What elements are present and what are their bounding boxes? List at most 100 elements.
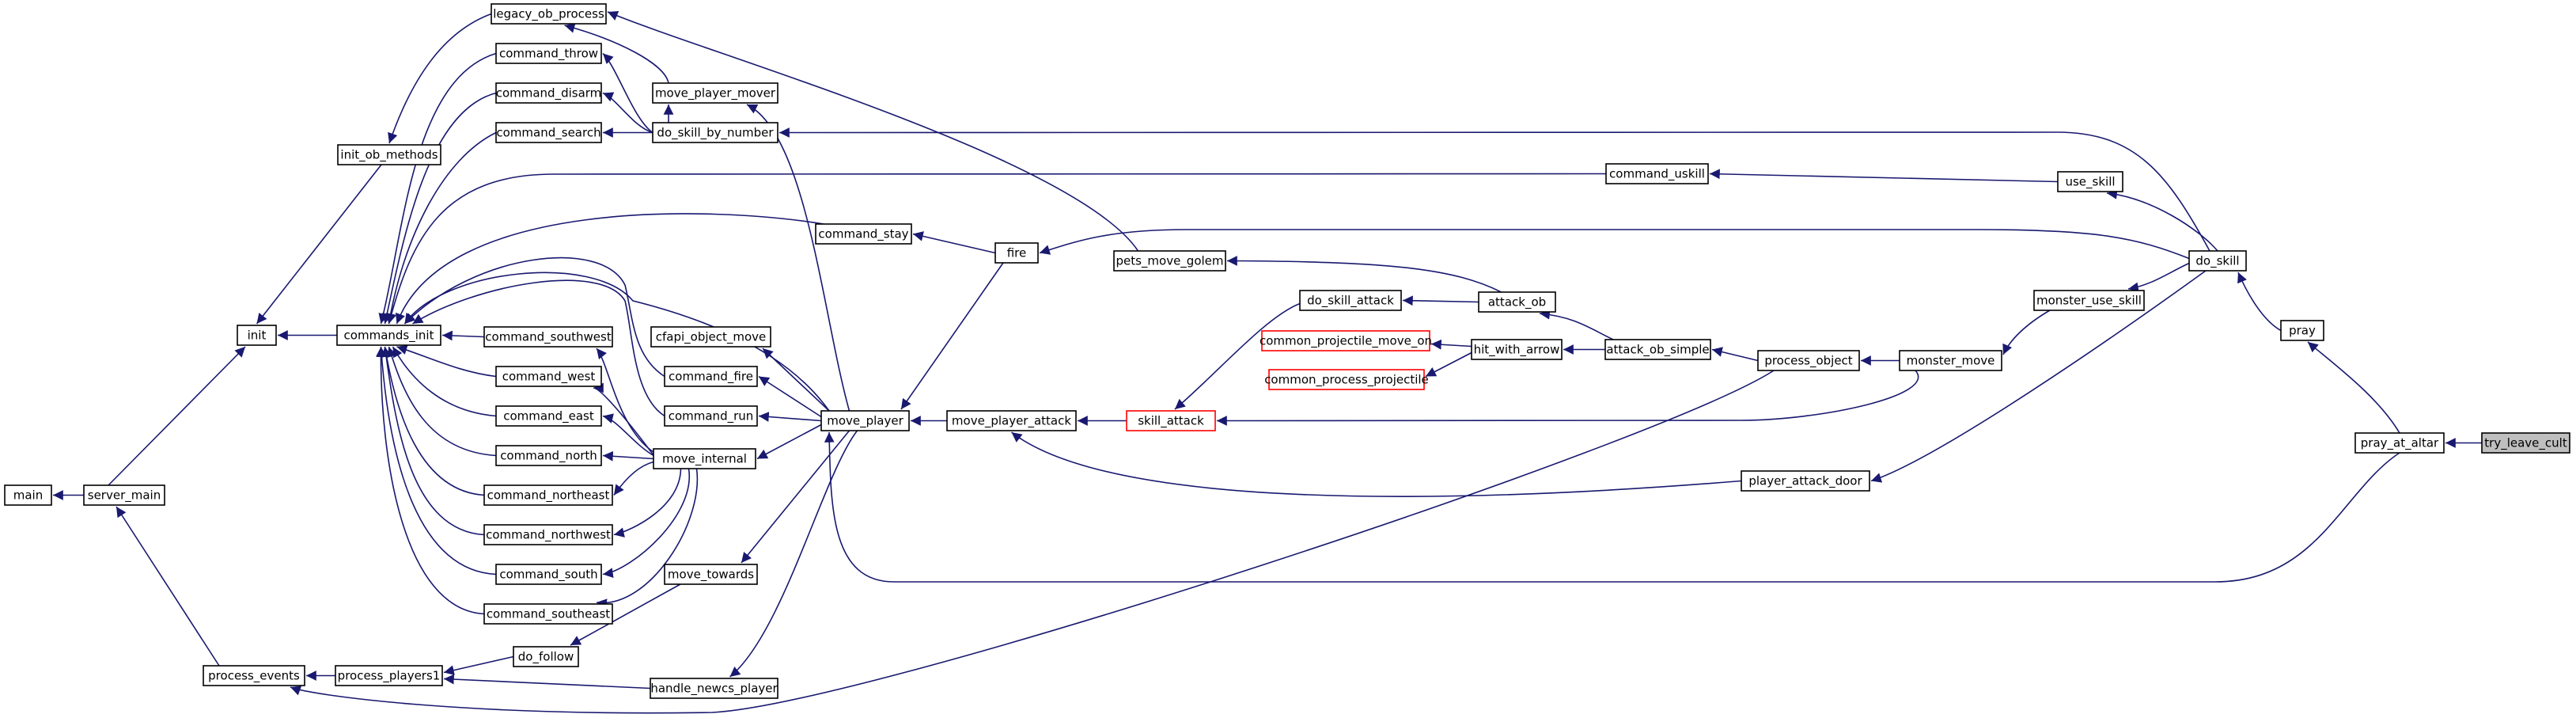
edge-command-south-to-commands-init <box>377 346 497 576</box>
edge-legacy-ob-process-to-init-ob-methods <box>388 13 492 144</box>
node-box <box>2057 171 2123 192</box>
node-command-east[interactable]: command_east <box>495 405 602 427</box>
edge-move-player-to-command-run <box>758 412 822 422</box>
node-pets-move-golem[interactable]: pets_move_golem <box>1113 250 1226 272</box>
edge-hit-with-arrow-to-common-projectile-move-on <box>1430 339 1472 350</box>
node-label: pets_move_golem <box>1116 254 1223 269</box>
node-pray[interactable]: pray <box>2280 320 2324 341</box>
edge-player-attack-door-to-move-player-attack <box>1011 431 1742 497</box>
edge-command-east-to-commands-init <box>392 346 497 417</box>
node-legacy-ob-process[interactable]: legacy_ob_process <box>491 3 607 25</box>
node-pray-at-altar[interactable]: pray_at_altar <box>2354 432 2445 454</box>
node-attack-ob-simple[interactable]: attack_ob_simple <box>1604 339 1711 360</box>
node-box <box>335 665 443 686</box>
node-command-search[interactable]: command_search <box>495 122 602 143</box>
node-box <box>495 366 602 387</box>
node-command-northeast[interactable]: command_northeast <box>483 484 613 506</box>
node-box <box>495 122 602 143</box>
node-command-north[interactable]: command_north <box>495 445 602 466</box>
node-command-northwest[interactable]: command_northwest <box>483 524 613 545</box>
node-init[interactable]: init <box>237 325 277 346</box>
node-box <box>2033 290 2145 311</box>
node-monster-use-skill[interactable]: monster_use_skill <box>2033 290 2145 311</box>
node-main[interactable]: main <box>4 484 52 506</box>
node-common-process-projectile[interactable]: common_process_projectile <box>1264 369 1429 390</box>
edge-attack-ob-to-do-skill-attack <box>1402 295 1479 306</box>
node-label: process_object <box>1764 354 1852 369</box>
node-command-uskill[interactable]: command_uskill <box>1605 163 1709 184</box>
edge-process-object-to-process-events <box>290 370 1775 714</box>
node-command-run[interactable]: command_run <box>664 405 758 427</box>
node-label: common_process_projectile <box>1264 373 1429 388</box>
node-do-skill-by-number[interactable]: do_skill_by_number <box>652 122 778 143</box>
node-move-towards[interactable]: move_towards <box>664 564 758 585</box>
node-command-disarm[interactable]: command_disarm <box>495 82 602 104</box>
node-command-throw[interactable]: command_throw <box>495 43 602 64</box>
node-handle-newcs-player[interactable]: handle_newcs_player <box>650 678 778 699</box>
node-box <box>664 366 758 387</box>
node-label: process_events <box>208 669 300 684</box>
node-process-object[interactable]: process_object <box>1757 350 1860 371</box>
edge-move-internal-to-command-south <box>602 468 691 578</box>
node-command-west[interactable]: command_west <box>495 366 602 387</box>
node-hit-with-arrow[interactable]: hit_with_arrow <box>1471 339 1563 360</box>
node-label: cfapi_object_move <box>656 330 767 345</box>
node-move-player-attack[interactable]: move_player_attack <box>946 410 1077 431</box>
node-box <box>2481 432 2570 454</box>
node-box <box>994 242 1039 264</box>
node-label: commands_init <box>344 329 434 344</box>
node-box <box>336 325 441 346</box>
node-box <box>1605 163 1709 184</box>
node-box <box>337 144 441 165</box>
node-command-south[interactable]: command_south <box>495 564 602 585</box>
node-do-skill-attack[interactable]: do_skill_attack <box>1299 290 1402 311</box>
node-label: command_west <box>502 370 596 385</box>
node-monster-move[interactable]: monster_move <box>1899 350 2002 371</box>
node-move-player-mover[interactable]: move_player_mover <box>652 82 778 104</box>
node-box <box>483 484 613 506</box>
edge-move-player-to-move-towards <box>741 430 850 564</box>
node-use-skill[interactable]: use_skill <box>2057 171 2123 192</box>
node-box <box>237 325 277 346</box>
node-commands-init[interactable]: commands_init <box>336 325 441 346</box>
edge-do-skill-to-use-skill <box>2106 188 2218 252</box>
node-do-follow[interactable]: do_follow <box>513 646 579 667</box>
node-do-skill[interactable]: do_skill <box>2188 250 2247 272</box>
node-process-players1[interactable]: process_players1 <box>335 665 443 686</box>
node-box <box>2188 250 2247 272</box>
edges <box>53 11 2482 714</box>
node-common-projectile-move-on[interactable]: common_projectile_move_on <box>1260 330 1432 351</box>
edge-fire-to-move-player <box>900 262 1004 410</box>
node-process-events[interactable]: process_events <box>203 665 305 686</box>
node-box <box>653 448 756 469</box>
node-cfapi-object-move[interactable]: cfapi_object_move <box>650 326 771 348</box>
node-label: command_southwest <box>485 330 612 345</box>
node-fire[interactable]: fire <box>994 242 1039 264</box>
edge-do-skill-to-player-attack-door <box>1870 270 2207 483</box>
edge-pray-at-altar-to-move-player <box>824 431 2400 583</box>
node-skill-attack[interactable]: skill_attack <box>1126 410 1216 431</box>
node-label: do_skill_by_number <box>657 126 774 141</box>
edge-move-player-to-commands-init <box>403 272 830 412</box>
node-box <box>1126 410 1216 431</box>
node-box <box>495 405 602 427</box>
node-label: command_disarm <box>496 86 602 101</box>
node-box <box>483 603 613 625</box>
node-server-main[interactable]: server_main <box>83 484 165 506</box>
node-label: command_run <box>669 409 754 424</box>
node-label: do_skill <box>2195 254 2239 269</box>
node-label: do_skill_attack <box>1307 294 1394 309</box>
node-command-fire[interactable]: command_fire <box>664 366 758 387</box>
node-player-attack-door[interactable]: player_attack_door <box>1741 470 1870 492</box>
node-command-southeast[interactable]: command_southeast <box>483 603 613 625</box>
node-label: monster_use_skill <box>2036 294 2142 309</box>
node-move-internal[interactable]: move_internal <box>653 448 756 469</box>
node-box <box>4 484 52 506</box>
node-box <box>1741 470 1870 492</box>
node-command-stay[interactable]: command_stay <box>815 223 912 245</box>
node-command-southwest[interactable]: command_southwest <box>483 326 613 348</box>
edge-move-internal-to-command-north <box>602 450 654 462</box>
node-attack-ob[interactable]: attack_ob <box>1478 291 1556 313</box>
node-move-player[interactable]: move_player <box>820 410 910 431</box>
node-init-ob-methods[interactable]: init_ob_methods <box>337 144 441 165</box>
